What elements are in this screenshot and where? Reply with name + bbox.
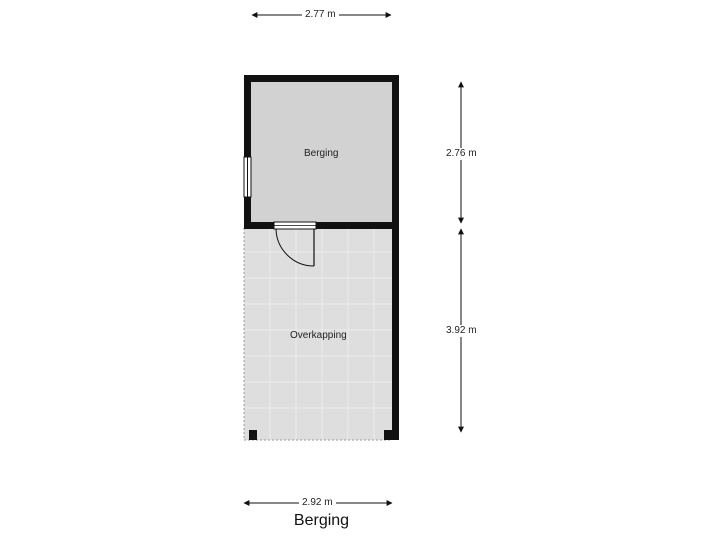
upper-height-label: 2.76 m [443, 148, 480, 160]
bottom-width-label: 2.92 m [299, 497, 336, 509]
walls [244, 75, 399, 440]
door [273, 221, 317, 267]
storage-room [251, 82, 392, 222]
covered-area [243, 227, 399, 441]
plan-title: Berging [293, 512, 350, 529]
lower-height-label: 3.92 m [443, 325, 480, 337]
storage-room-label: Berging [304, 148, 339, 159]
window [243, 156, 252, 198]
top-width-label: 2.77 m [302, 9, 339, 21]
covered-area-label: Overkapping [290, 330, 347, 341]
